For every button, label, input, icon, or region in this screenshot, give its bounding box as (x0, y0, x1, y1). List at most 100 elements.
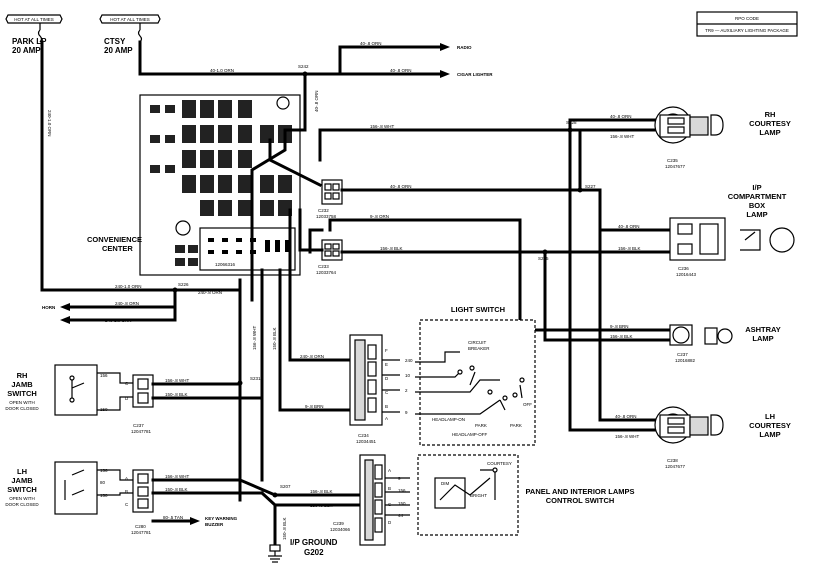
svg-text:150-.8 BLK: 150-.8 BLK (310, 503, 333, 508)
svg-text:C237: C237 (677, 352, 688, 357)
svg-text:150-.8 BLK: 150-.8 BLK (165, 392, 188, 397)
svg-text:40-.8 ORN: 40-.8 ORN (360, 41, 382, 46)
svg-text:COURTESY: COURTESY (749, 119, 791, 128)
ip-box-label: I/P (752, 183, 761, 192)
cigar-lighter-dest: CIGAR LIGHTER (457, 72, 493, 77)
svg-text:S207: S207 (280, 484, 291, 489)
svg-text:HEADLAMP-ON: HEADLAMP-ON (432, 417, 465, 422)
connector-c233: C233 12033764 (316, 239, 343, 275)
rh-courtesy-lamp: C235 12047677 RH COURTESY LAMP (654, 106, 791, 169)
svg-text:12016882: 12016882 (675, 358, 696, 363)
svg-text:S231: S231 (250, 376, 261, 381)
svg-text:SWITCH: SWITCH (7, 389, 37, 398)
convenience-center-label: CONVENIENCE (87, 235, 142, 244)
svg-text:COURTESY: COURTESY (487, 461, 512, 466)
svg-text:BOX: BOX (749, 201, 765, 210)
svg-text:B: B (125, 489, 128, 494)
svg-text:LAMP: LAMP (759, 128, 780, 137)
svg-text:156-.8 WHT: 156-.8 WHT (370, 124, 395, 129)
svg-text:BREAKER: BREAKER (468, 346, 490, 351)
svg-text:40-1.0 ORN: 40-1.0 ORN (210, 68, 234, 73)
ip-ground-label: I/P GROUND (290, 538, 338, 547)
svg-text:JAMB: JAMB (11, 476, 33, 485)
svg-text:S227: S227 (585, 184, 596, 189)
svg-text:HOT AT ALL TIMES: HOT AT ALL TIMES (14, 17, 54, 22)
svg-text:COURTESY: COURTESY (749, 421, 791, 430)
svg-text:12066316: 12066316 (215, 262, 236, 267)
svg-text:240: 240 (405, 358, 413, 363)
svg-text:LAMP: LAMP (752, 334, 773, 343)
light-switch: LIGHT SWITCH 240 10 2 9 CIRCUIT BREAKER … (405, 305, 536, 446)
svg-text:C234: C234 (358, 433, 369, 438)
svg-text:B: B (388, 486, 391, 491)
svg-text:C233: C233 (318, 264, 329, 269)
rpo-code-box: RPO CODE TR9 — AUXILIARY LIGHTING PACKAG… (696, 11, 798, 37)
rh-jamb-switch: 156 150 RH JAMB SWITCH OPEN WITH DOOR CL… (5, 364, 108, 416)
svg-text:C239: C239 (333, 521, 344, 526)
svg-text:40-.8 ORN: 40-.8 ORN (314, 90, 319, 112)
ctsy-fuse-label: CTSY (104, 37, 126, 46)
connector-c237: CD C237 12047781 (125, 374, 154, 434)
svg-text:CENTER: CENTER (102, 244, 133, 253)
svg-text:B: B (385, 404, 388, 409)
convenience-center: 12066316 CONVENIENCE CENTER (87, 94, 301, 276)
svg-text:20 AMP: 20 AMP (104, 46, 133, 55)
svg-text:40-.8 ORN: 40-.8 ORN (615, 414, 637, 419)
svg-text:20 AMP: 20 AMP (12, 46, 41, 55)
svg-text:156-.8 WHT: 156-.8 WHT (165, 378, 190, 383)
svg-text:156-.8 WHT: 156-.8 WHT (615, 434, 640, 439)
svg-text:40-.8 ORN: 40-.8 ORN (618, 224, 640, 229)
svg-text:S228: S228 (566, 120, 577, 125)
svg-text:10: 10 (405, 373, 411, 378)
lh-courtesy-lamp: C238 12047677 LH COURTESY LAMP (654, 406, 791, 469)
svg-text:156-.8 WHT: 156-.8 WHT (165, 474, 190, 479)
svg-text:9-.8 BRN: 9-.8 BRN (610, 324, 629, 329)
connector-c234: FE DC BA C234 12034451 (349, 334, 389, 444)
svg-text:PARK: PARK (510, 423, 522, 428)
svg-text:S226: S226 (178, 282, 189, 287)
svg-text:156-.8 BLK: 156-.8 BLK (610, 334, 633, 339)
svg-text:40-.8 ORN: 40-.8 ORN (390, 184, 412, 189)
svg-text:9: 9 (405, 410, 408, 415)
svg-text:12047781: 12047781 (131, 530, 152, 535)
svg-text:G202: G202 (304, 548, 324, 557)
key-warning-buzzer: KEY WARNING (205, 516, 238, 521)
svg-text:156-.8 BLK: 156-.8 BLK (310, 489, 333, 494)
svg-text:D: D (388, 520, 392, 525)
svg-text:C: C (125, 381, 129, 386)
svg-text:156: 156 (398, 488, 406, 493)
svg-text:C235: C235 (667, 158, 678, 163)
ground-symbol (268, 544, 282, 563)
svg-text:BUZZER: BUZZER (205, 522, 224, 527)
svg-text:D: D (385, 376, 389, 381)
panel-interior-lamps-switch: 9 156 150 44 DIM BRIGHT COURTESY PANEL A… (398, 454, 635, 536)
svg-text:9-.8 BRN: 9-.8 BRN (305, 404, 324, 409)
radio-dest: RADIO (457, 45, 472, 50)
svg-text:240-.8 ORN: 240-.8 ORN (300, 354, 324, 359)
svg-text:240-.8 ORN: 240-.8 ORN (198, 290, 222, 295)
svg-text:40-.8 ORN: 40-.8 ORN (390, 68, 412, 73)
svg-text:E: E (385, 362, 388, 367)
svg-text:JAMB: JAMB (11, 380, 33, 389)
svg-text:C236: C236 (678, 266, 689, 271)
svg-text:12016443: 12016443 (676, 272, 697, 277)
svg-text:150-.8 BLK: 150-.8 BLK (272, 327, 277, 350)
svg-text:240-1.0 ORN: 240-1.0 ORN (47, 110, 52, 137)
horn-dest: HORN (42, 305, 55, 310)
ip-compartment-box-lamp: C236 12016443 I/P COMPARTMENT BOX LAMP (669, 183, 795, 277)
svg-text:C: C (125, 502, 129, 507)
svg-text:240-.8 ORN: 240-.8 ORN (115, 301, 139, 306)
svg-text:CIRCUIT: CIRCUIT (468, 340, 486, 345)
svg-text:D: D (125, 396, 129, 401)
svg-text:HEADLAMP-OFF: HEADLAMP-OFF (452, 432, 488, 437)
svg-text:12034451: 12034451 (356, 439, 377, 444)
lh-jamb-label: LH (17, 467, 27, 476)
svg-text:HOT AT ALL TIMES: HOT AT ALL TIMES (110, 17, 150, 22)
rh-courtesy-label: RH (765, 110, 776, 119)
svg-text:DIM: DIM (441, 481, 450, 486)
svg-text:156-.8 WHT: 156-.8 WHT (610, 134, 635, 139)
svg-text:LAMP: LAMP (746, 210, 767, 219)
svg-text:RPO CODE: RPO CODE (735, 16, 759, 21)
svg-text:240-1.0 ORN: 240-1.0 ORN (115, 284, 142, 289)
svg-text:PARK: PARK (475, 423, 487, 428)
